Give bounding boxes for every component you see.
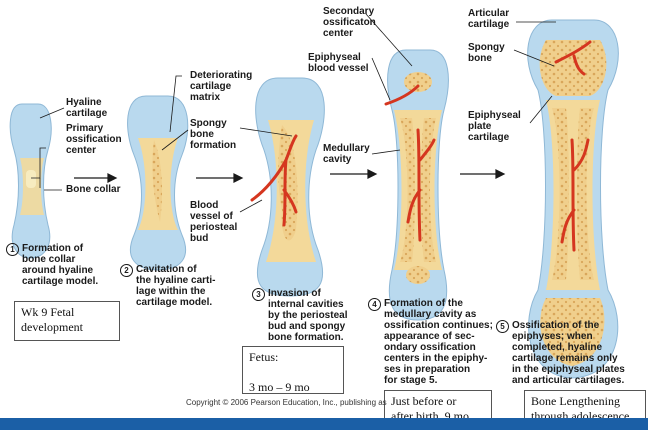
- bone-stage-3: [250, 77, 325, 297]
- step-5-text: Ossification of the epiphyses; when comp…: [512, 320, 625, 386]
- step-2-number: 2: [120, 264, 133, 277]
- label-secondary-center: Secondary ossificaton center: [323, 6, 376, 39]
- bone-stage-1: [9, 103, 52, 259]
- label-epiphyseal-vessel: Epiphyseal blood vessel: [308, 52, 369, 74]
- label-spongy-bone-formation: Spongy bone formation: [190, 118, 237, 151]
- stage-arrows: [74, 169, 506, 183]
- label-medullary-cavity: Medullary cavity: [323, 143, 370, 165]
- label-primary-ossification-center: Primary ossification center: [66, 123, 122, 156]
- step-4-text: Formation of the medullary cavity as oss…: [384, 298, 493, 386]
- bone-stage-2: [127, 95, 189, 271]
- step-4-number: 4: [368, 298, 381, 311]
- step-5-number: 5: [496, 320, 509, 333]
- label-articular-cartilage: Articular cartilage: [468, 8, 510, 30]
- step-3-number: 3: [252, 288, 265, 301]
- bottom-bar: [0, 418, 648, 430]
- note-wk9: Wk 9 Fetal development: [14, 301, 120, 341]
- label-deteriorating-matrix: Deteriorating cartilage matrix: [190, 70, 253, 103]
- label-epiphyseal-plate: Epiphyseal plate cartilage: [468, 110, 521, 143]
- copyright-text: Copyright © 2006 Pearson Education, Inc.…: [186, 398, 387, 407]
- label-blood-vessel: Blood vessel of periosteal bud: [190, 200, 238, 244]
- step-1-text: Formation of bone collar around hyaline …: [22, 243, 99, 287]
- step-1-number: 1: [6, 243, 19, 256]
- step-2-text: Cavitation of the hyaline carti- lage wi…: [136, 264, 216, 308]
- label-spongy-bone: Spongy bone: [468, 42, 505, 64]
- label-hyaline-cartilage: Hyaline cartilage: [66, 97, 108, 119]
- label-bone-collar: Bone collar: [66, 184, 121, 195]
- leader-lines: [31, 13, 556, 213]
- note-fetus: Fetus: 3 mo – 9 mo: [242, 346, 344, 394]
- bone-stage-5: [527, 19, 619, 379]
- step-3-text: Invasion of internal cavities by the per…: [268, 288, 348, 343]
- bone-stage-4: [384, 49, 449, 321]
